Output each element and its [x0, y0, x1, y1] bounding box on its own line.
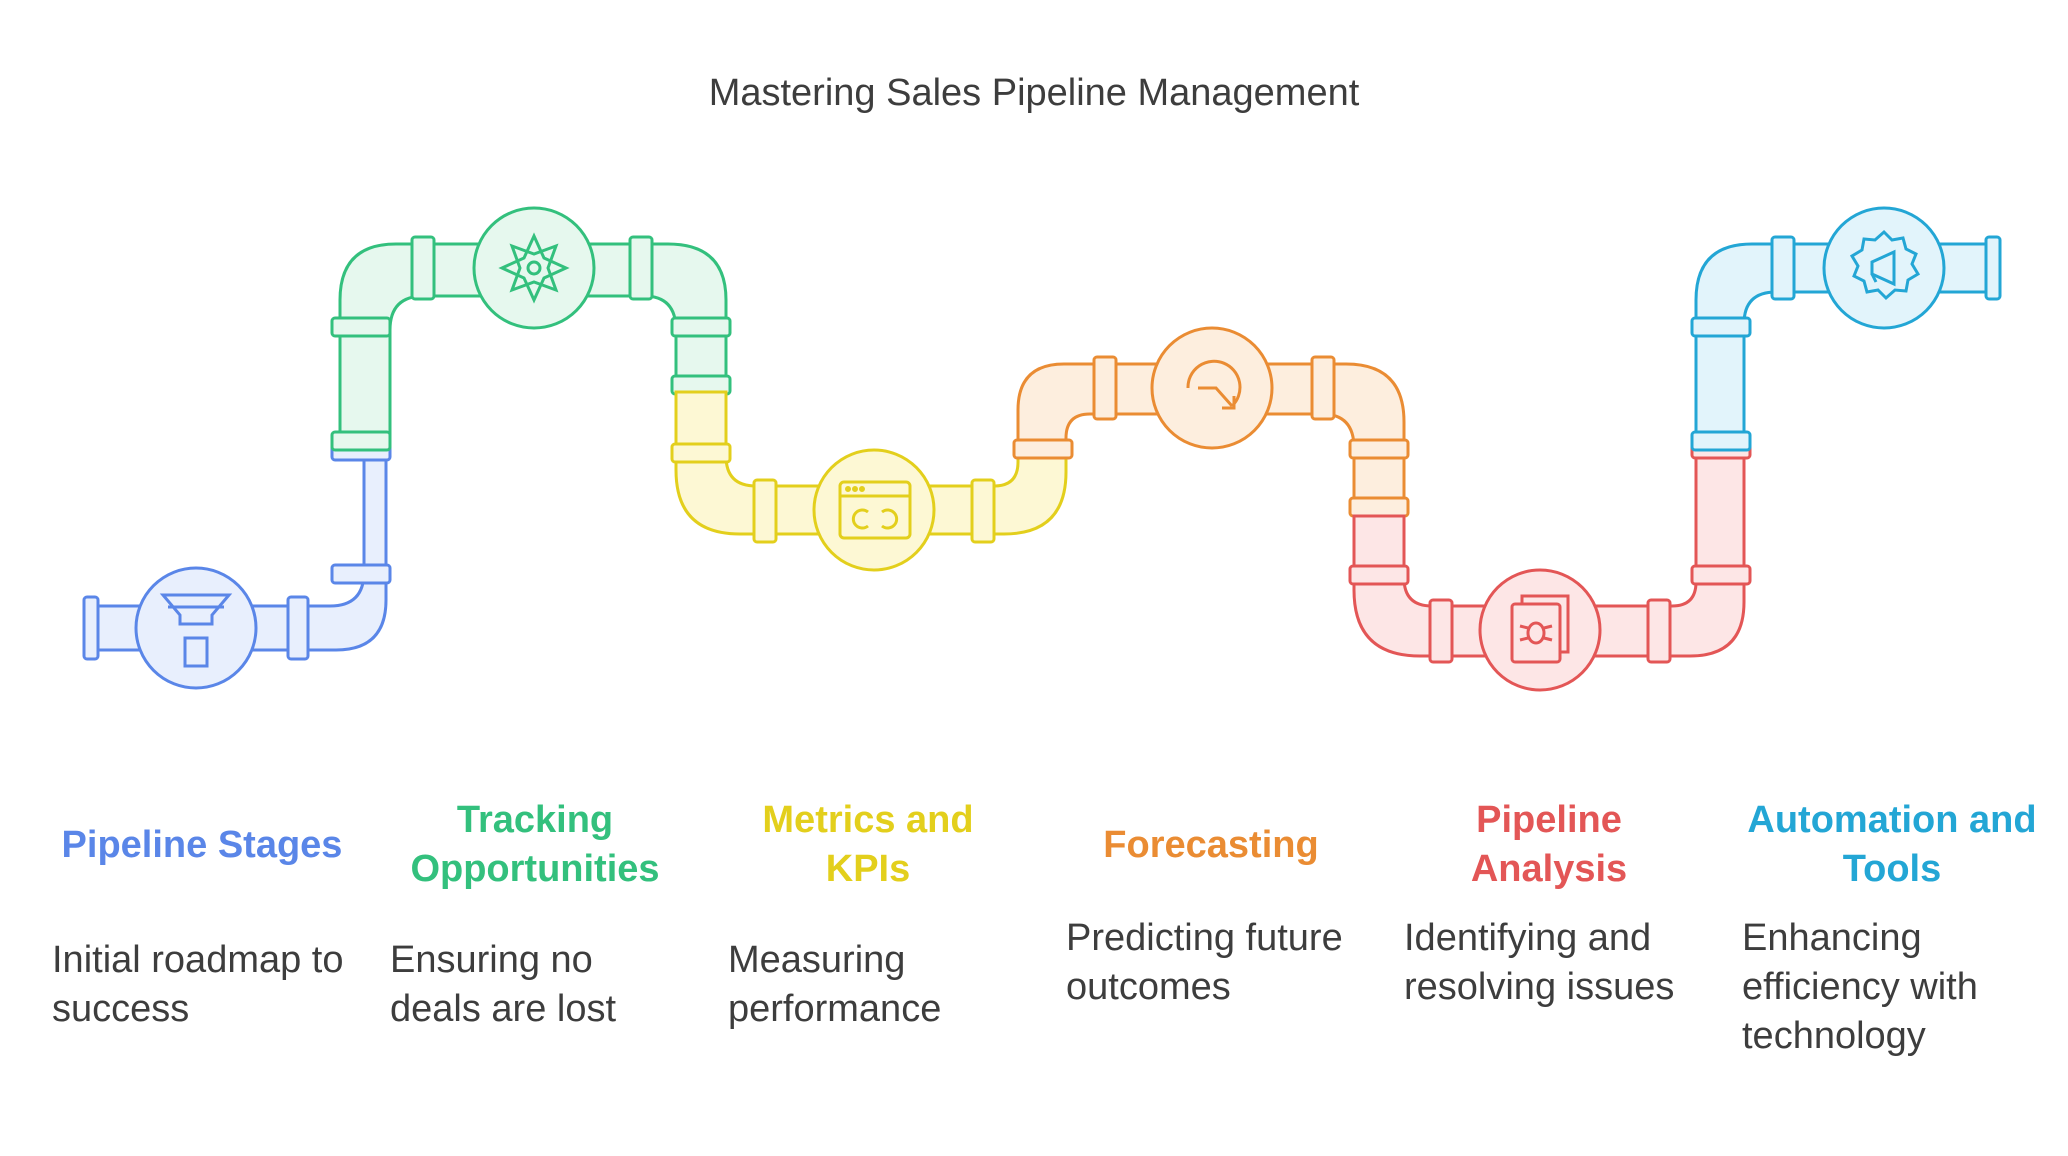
- step-description: Measuring performance: [728, 939, 942, 1030]
- pipe-segment-5: [1348, 438, 1752, 692]
- step-pipeline-stages: Pipeline Stages Initial roadmap to succe…: [52, 796, 352, 1034]
- pipe-segment-2: [330, 206, 732, 452]
- step-description: Predicting future outcomes: [1066, 917, 1343, 1008]
- step-heading: Automation and Tools: [1747, 799, 2037, 890]
- gear-megaphone-icon: [1849, 229, 1921, 301]
- step-tracking-opportunities: Tracking Opportunities Ensuring no deals…: [390, 796, 680, 1034]
- step-automation-and-tools: Automation and Tools Enhancing efficienc…: [1742, 796, 2042, 1061]
- step-3-hub: [812, 448, 936, 572]
- step-2-hub: [472, 206, 596, 330]
- step-heading: Pipeline Analysis: [1470, 799, 1628, 890]
- bug-report-icon: [1510, 594, 1570, 664]
- step-description: Ensuring no deals are lost: [390, 939, 617, 1030]
- step-description: Enhancing efficiency with technology: [1742, 917, 1978, 1057]
- step-heading: Pipeline Stages: [61, 823, 343, 866]
- step-1-hub: [134, 566, 258, 690]
- pipe-segment-6: [1690, 206, 2002, 452]
- compass-star-icon: [498, 232, 570, 304]
- pipe-segment-3: [670, 390, 1068, 572]
- step-heading: Forecasting: [1103, 823, 1319, 866]
- refresh-arrow-icon: [1186, 359, 1242, 410]
- step-metrics-and-kpis: Metrics and KPIs Measuring performance: [728, 796, 1008, 1034]
- step-6-hub: [1822, 206, 1946, 330]
- step-forecasting: Forecasting Predicting future outcomes: [1066, 796, 1356, 1012]
- step-description: Identifying and resolving issues: [1404, 917, 1675, 1008]
- step-5-hub: [1478, 568, 1602, 692]
- step-heading: Tracking Opportunities: [410, 799, 660, 890]
- step-pipeline-analysis: Pipeline Analysis Identifying and resolv…: [1404, 796, 1694, 1012]
- pipe-segment-1: [82, 438, 392, 690]
- step-heading: Metrics and KPIs: [762, 799, 974, 890]
- dashboard-window-icon: [838, 480, 912, 540]
- diagram-title: Mastering Sales Pipeline Management: [708, 72, 1360, 114]
- funnel-icon: [159, 593, 233, 668]
- step-description: Initial roadmap to success: [52, 939, 344, 1030]
- pipe-segment-4: [1012, 326, 1410, 518]
